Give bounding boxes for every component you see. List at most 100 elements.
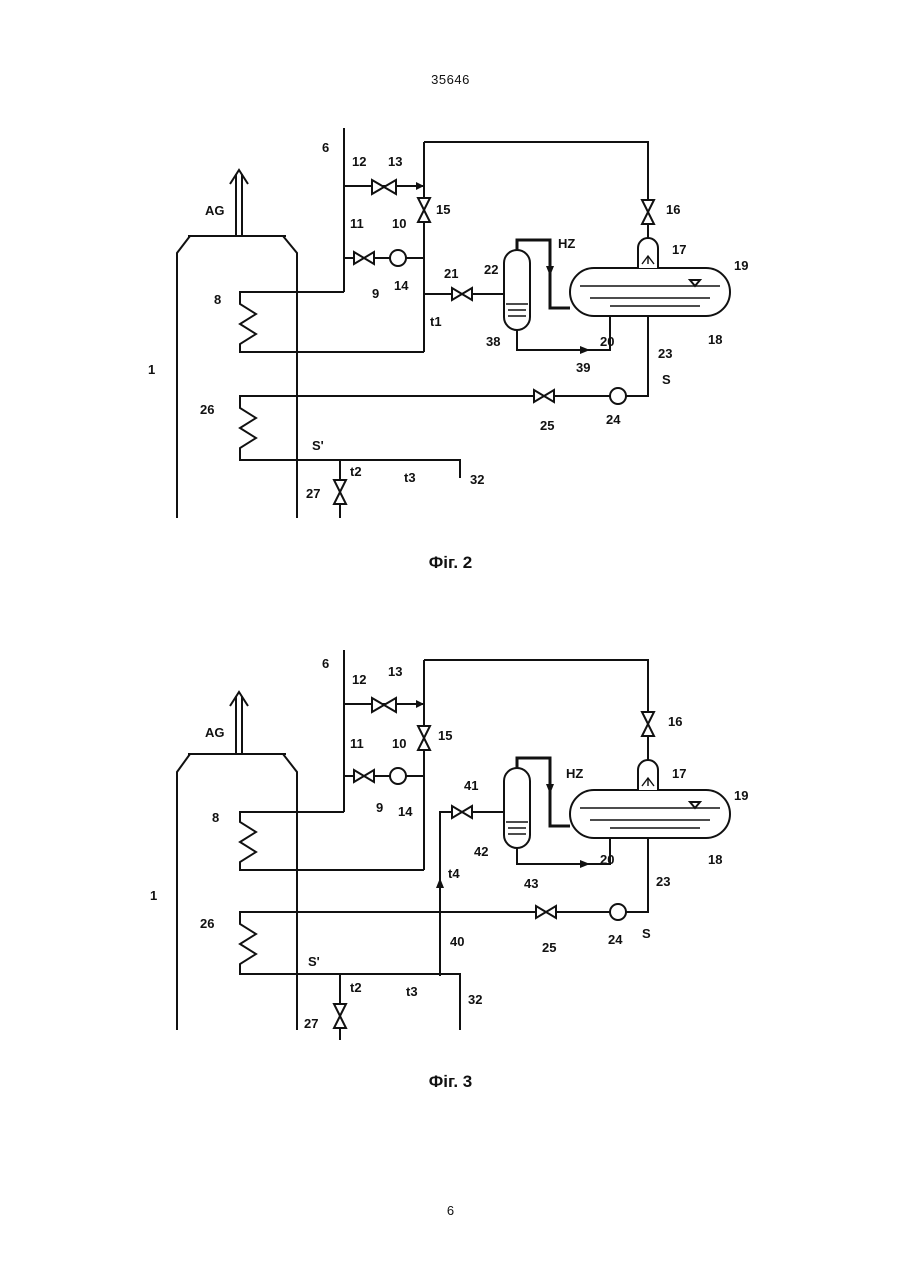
arrow-icon [580, 860, 590, 868]
pump-24-icon [610, 904, 626, 920]
page-number: 6 [0, 1203, 901, 1218]
label-ag: AG [205, 725, 225, 740]
label-1: 1 [150, 888, 157, 903]
label-s-prime: S' [312, 438, 324, 453]
pump-24-icon [610, 388, 626, 404]
valve-13-icon [372, 698, 396, 712]
label-t4: t4 [448, 866, 460, 881]
vessel-18 [570, 268, 730, 316]
valve-27-icon [334, 480, 346, 504]
label-23: 23 [656, 874, 670, 889]
figure-3-caption: Фіг. 3 [0, 1072, 901, 1092]
figure-3-diagram: AG [140, 640, 762, 1048]
arrow-icon [416, 182, 424, 190]
pipe-43 [517, 838, 610, 864]
label-1: 1 [148, 362, 155, 377]
pipe-top-loop [424, 142, 648, 248]
label-22: 22 [484, 262, 498, 277]
label-24: 24 [606, 412, 621, 427]
label-14: 14 [394, 278, 409, 293]
label-10: 10 [392, 216, 406, 231]
figure-2-diagram: AG [140, 118, 762, 526]
vessel-18 [570, 790, 730, 838]
pipe-40 [440, 812, 504, 976]
pipe-top-loop [424, 660, 648, 770]
label-25: 25 [540, 418, 554, 433]
label-18: 18 [708, 852, 722, 867]
label-t3: t3 [404, 470, 416, 485]
label-20: 20 [600, 334, 614, 349]
pump-10-icon [390, 768, 406, 784]
valve-16-icon [642, 200, 654, 224]
label-32: 32 [468, 992, 482, 1007]
label-40: 40 [450, 934, 464, 949]
label-20: 20 [600, 852, 614, 867]
label-41: 41 [464, 778, 478, 793]
pipe-23 [240, 316, 648, 478]
label-17: 17 [672, 242, 686, 257]
label-11: 11 [350, 216, 364, 231]
coil-8 [240, 812, 424, 870]
valve-13-icon [372, 180, 396, 194]
label-15: 15 [438, 728, 452, 743]
label-13: 13 [388, 154, 402, 169]
pipe-23 [240, 838, 648, 1030]
arrow-icon [546, 266, 554, 276]
label-13: 13 [388, 664, 402, 679]
label-24: 24 [608, 932, 623, 947]
valve-11-icon [354, 252, 374, 264]
document-number: 35646 [0, 72, 901, 87]
label-23: 23 [658, 346, 672, 361]
label-25: 25 [542, 940, 556, 955]
label-39: 39 [576, 360, 590, 375]
figure-2-caption: Фіг. 2 [0, 553, 901, 573]
label-8: 8 [214, 292, 221, 307]
label-t1: t1 [430, 314, 442, 329]
label-27: 27 [306, 486, 320, 501]
label-32: 32 [470, 472, 484, 487]
label-10: 10 [392, 736, 406, 751]
label-hz: HZ [566, 766, 583, 781]
coil-8 [240, 292, 424, 352]
label-27: 27 [304, 1016, 318, 1031]
label-9: 9 [372, 286, 379, 301]
label-17: 17 [672, 766, 686, 781]
label-14: 14 [398, 804, 413, 819]
column-outline [177, 754, 297, 1030]
arrow-icon [436, 878, 444, 888]
label-s-prime: S' [308, 954, 320, 969]
pump-10-icon [390, 250, 406, 266]
separator-42 [504, 768, 530, 848]
label-19: 19 [734, 258, 748, 273]
label-21: 21 [444, 266, 458, 281]
label-8: 8 [212, 810, 219, 825]
label-16: 16 [666, 202, 680, 217]
label-12: 12 [352, 672, 366, 687]
label-42: 42 [474, 844, 488, 859]
label-t3: t3 [406, 984, 418, 999]
label-38: 38 [486, 334, 500, 349]
valve-27-icon [334, 1004, 346, 1028]
label-19: 19 [734, 788, 748, 803]
label-t2: t2 [350, 464, 362, 479]
valve-11-icon [354, 770, 374, 782]
label-12: 12 [352, 154, 366, 169]
label-26: 26 [200, 916, 214, 931]
valve-15-icon [418, 726, 430, 750]
label-s: S [662, 372, 671, 387]
label-16: 16 [668, 714, 682, 729]
valve-41-icon [452, 806, 472, 818]
label-t2: t2 [350, 980, 362, 995]
arrow-icon [546, 784, 554, 794]
label-9: 9 [376, 800, 383, 815]
label-11: 11 [350, 736, 364, 751]
label-ag: AG [205, 203, 225, 218]
label-43: 43 [524, 876, 538, 891]
arrow-icon [580, 346, 590, 354]
ag-arrow-icon [230, 170, 248, 236]
label-6: 6 [322, 140, 329, 155]
valve-25-icon [534, 390, 554, 402]
label-s: S [642, 926, 651, 941]
label-15: 15 [436, 202, 450, 217]
valve-16-icon [642, 712, 654, 736]
